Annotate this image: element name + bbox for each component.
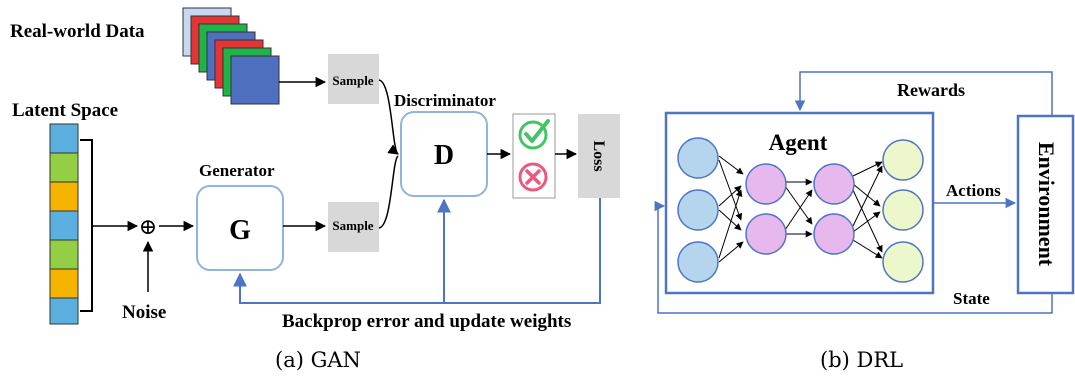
sample-top-box bbox=[328, 54, 379, 104]
sample-bottom-to-d-curve bbox=[378, 155, 399, 229]
real-world-data-label: Real-world Data bbox=[10, 21, 145, 42]
backprop-lines bbox=[233, 198, 601, 304]
real-data-stack bbox=[182, 7, 280, 105]
generator-box bbox=[196, 185, 284, 271]
network-edges bbox=[718, 155, 883, 263]
input-layer bbox=[677, 137, 719, 283]
sample-top-to-d-curve bbox=[378, 79, 399, 155]
latent-space-label: Latent Space bbox=[12, 100, 118, 121]
discriminator-title: Discriminator bbox=[394, 91, 496, 110]
result-box bbox=[512, 113, 556, 199]
actions-label: Actions bbox=[946, 181, 1001, 200]
sample-top-label: Sample bbox=[332, 73, 373, 88]
output-layer bbox=[882, 139, 924, 283]
plus-symbol: ⊕ bbox=[139, 215, 157, 240]
loss-box bbox=[578, 114, 620, 198]
hidden-layer-1 bbox=[745, 163, 787, 255]
sample-bottom-label: Sample bbox=[332, 218, 373, 233]
drl-caption: (b) DRL bbox=[820, 348, 903, 372]
state-line bbox=[654, 200, 1053, 314]
environment-label: Environment bbox=[1034, 142, 1059, 267]
drl-panel: Rewards Agent bbox=[654, 71, 1075, 372]
discriminator-symbol: D bbox=[434, 140, 454, 171]
check-icon bbox=[518, 119, 550, 150]
generator-symbol: G bbox=[229, 215, 251, 246]
latent-vector bbox=[49, 123, 79, 325]
cross-icon bbox=[518, 162, 548, 192]
agent-label: Agent bbox=[769, 130, 828, 155]
rewards-label: Rewards bbox=[897, 80, 965, 100]
sample-bottom-box bbox=[328, 202, 379, 252]
latent-bracket bbox=[80, 139, 93, 312]
hidden-layer-2 bbox=[813, 163, 855, 255]
noise-label: Noise bbox=[122, 302, 166, 323]
loss-label: Loss bbox=[590, 140, 607, 171]
rewards-line bbox=[794, 71, 1053, 116]
generator-title: Generator bbox=[199, 161, 275, 180]
state-label: State bbox=[953, 289, 990, 308]
backprop-label: Backprop error and update weights bbox=[282, 311, 571, 332]
gan-caption: (a) GAN bbox=[275, 348, 361, 372]
gan-panel: Real-world Data Latent Space ⊕ Noise Gen… bbox=[10, 7, 620, 372]
environment-box bbox=[1016, 114, 1075, 295]
